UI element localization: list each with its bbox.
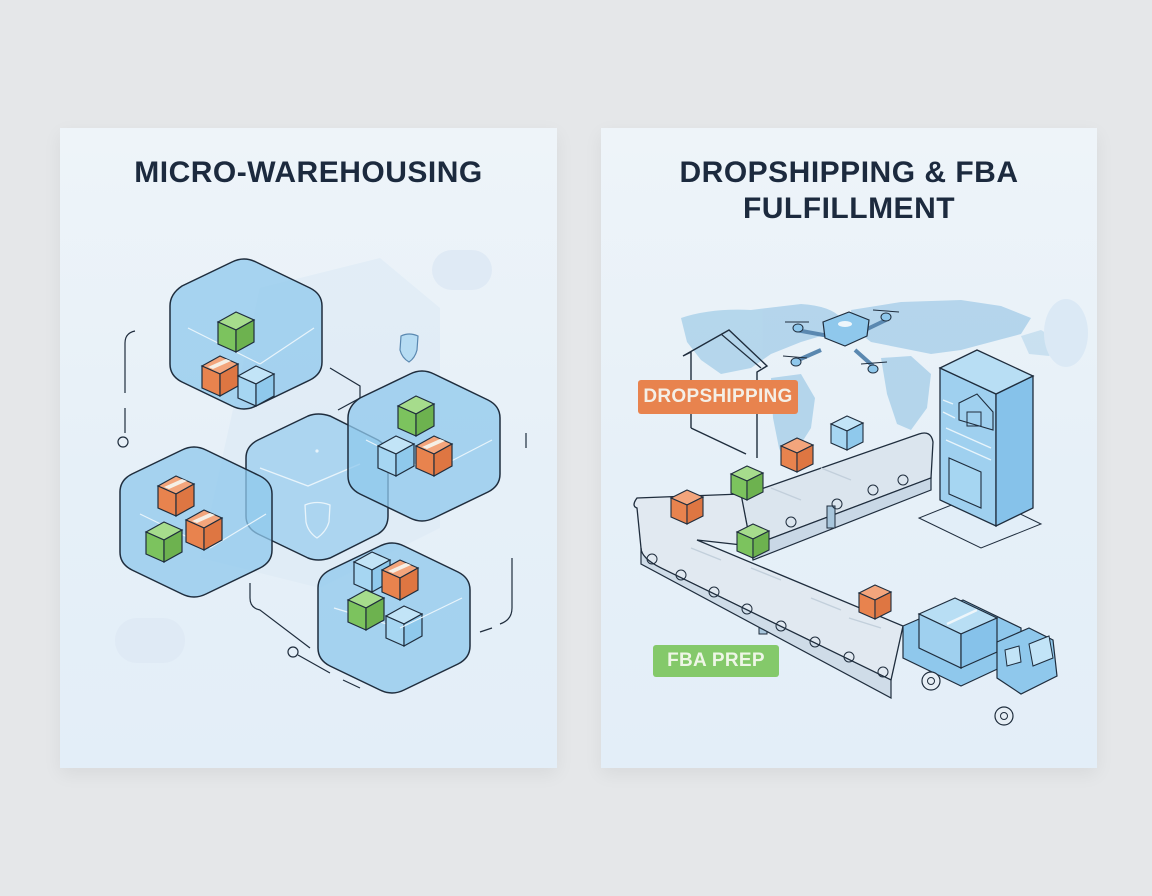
house-icon <box>682 329 769 458</box>
conveyor-belt <box>633 415 934 700</box>
warehouse-icon <box>917 349 1043 549</box>
panel-title: DROPSHIPPING & FBA FULFILLMENT <box>601 155 1097 227</box>
micro-warehousing-illustration <box>115 250 527 694</box>
hex-cell-2 <box>347 370 501 522</box>
fulfillment-illustration <box>633 299 1088 726</box>
hex-cell-4 <box>317 542 471 694</box>
panel-title: MICRO-WAREHOUSING <box>134 156 483 189</box>
hex-cell-1 <box>169 258 323 410</box>
truck-icon <box>902 597 1058 726</box>
dropshipping-label: DROPSHIPPING <box>638 380 798 414</box>
hex-cell-3 <box>119 446 273 598</box>
panel-title-line1: DROPSHIPPING & FBA <box>679 156 1019 189</box>
panel-title-line2: FULFILLMENT <box>742 192 956 225</box>
micro-warehousing-panel: MICRO-WAREHOUSING <box>60 128 557 768</box>
dropshipping-fba-panel: DROPSHIPPING & FBA FULFILLMENT <box>601 128 1097 768</box>
fba-prep-label: FBA PREP <box>653 645 779 677</box>
drone-icon <box>782 309 900 374</box>
